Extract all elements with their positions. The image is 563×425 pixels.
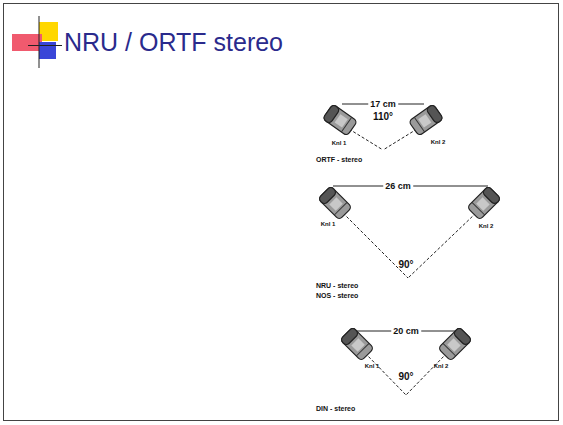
slide-title: NRU / ORTF stereo bbox=[64, 30, 283, 55]
dimension: 17 cm bbox=[368, 100, 398, 109]
setup-name: ORTF - stereo bbox=[316, 156, 362, 163]
dimension: 20 cm bbox=[391, 327, 421, 336]
setup-name: DIN - stereo bbox=[316, 405, 355, 412]
setup-name: NOS - stereo bbox=[316, 292, 358, 299]
dimension: 26 cm bbox=[383, 182, 413, 191]
nru-setup bbox=[318, 186, 501, 278]
channel-label: Knl 1 bbox=[332, 140, 347, 146]
channel-label: Knl 1 bbox=[365, 363, 380, 369]
channel-label: Knl 2 bbox=[479, 223, 494, 229]
angle: 110° bbox=[373, 112, 393, 122]
slide-border bbox=[4, 4, 559, 421]
angle: 90° bbox=[398, 372, 413, 382]
angle: 90° bbox=[398, 260, 413, 270]
ortf-setup bbox=[323, 104, 444, 150]
setup-name: NRU - stereo bbox=[316, 282, 358, 289]
din-setup bbox=[340, 327, 472, 395]
channel-label: Knl 1 bbox=[321, 221, 336, 227]
channel-label: Knl 2 bbox=[431, 139, 446, 145]
title-ornament bbox=[12, 16, 62, 68]
channel-label: Knl 2 bbox=[434, 363, 449, 369]
